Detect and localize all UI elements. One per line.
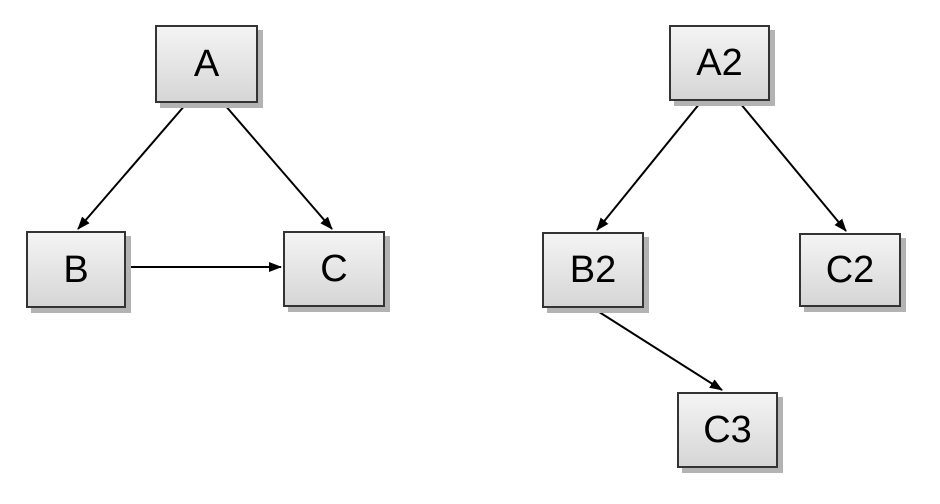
edge-A-B[interactable] (77, 103, 187, 230)
node-label: C (320, 248, 348, 290)
node-C3[interactable]: C3 (677, 392, 778, 468)
node-label: A2 (696, 42, 743, 84)
node-label: C3 (703, 409, 752, 451)
node-label: B2 (569, 249, 617, 291)
node-B[interactable]: B (26, 231, 126, 308)
node-label: A (193, 43, 220, 85)
edge-A-C[interactable] (223, 103, 333, 230)
node-B2[interactable]: B2 (542, 232, 644, 308)
node-C[interactable]: C (283, 231, 385, 307)
node-A2[interactable]: A2 (669, 25, 770, 101)
edge-group (77, 102, 847, 391)
node-label: B (63, 248, 89, 291)
node-label: C2 (825, 249, 875, 291)
node-A[interactable]: A (155, 25, 258, 103)
node-C2[interactable]: C2 (799, 233, 901, 307)
edge-B2-C3[interactable] (595, 309, 723, 391)
edge-A2-B2[interactable] (596, 102, 701, 231)
edge-A2-C2[interactable] (739, 102, 847, 232)
